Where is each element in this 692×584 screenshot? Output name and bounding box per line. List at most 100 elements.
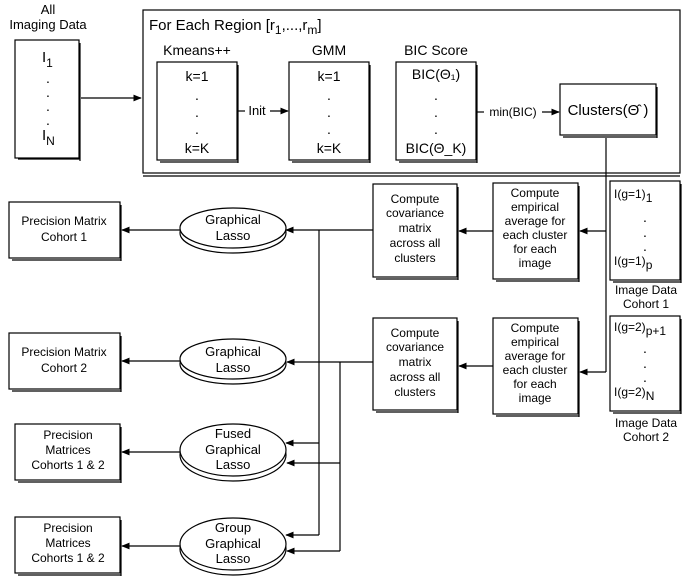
svg-text:Group: Group	[215, 520, 251, 535]
svg-text:.: .	[643, 238, 647, 254]
cohort1-data: I(g=1)1 . . . I(g=1)p Image Data Cohort …	[609, 180, 682, 311]
svg-text:covariance: covariance	[386, 340, 444, 354]
input-first-item: I1	[42, 49, 53, 70]
svg-text:each cluster: each cluster	[503, 363, 568, 377]
svg-text:.: .	[643, 209, 647, 225]
input-last-item: IN	[42, 127, 55, 148]
input-data-box	[14, 39, 80, 159]
svg-text:.: .	[643, 340, 647, 356]
svg-text:matrix: matrix	[399, 355, 432, 369]
svg-text:Graphical: Graphical	[205, 442, 261, 457]
cohort1-last-item: I(g=1)p	[614, 254, 653, 272]
cohort2-covariance-box: Compute covariance matrix across all clu…	[372, 317, 459, 413]
svg-text:across all: across all	[390, 236, 441, 250]
bic-label: BIC Score	[404, 42, 468, 58]
svg-text:.: .	[46, 84, 50, 100]
kmeans-last: k=K	[185, 140, 210, 156]
gmm-last: k=K	[317, 140, 342, 156]
output-precision-group: Precision Matrices Cohorts 1 & 2	[14, 516, 122, 576]
svg-text:empirical: empirical	[511, 335, 559, 349]
cohort1-first-item: I(g=1)1	[614, 187, 653, 205]
svg-text:Graphical: Graphical	[205, 212, 261, 227]
svg-text:.: .	[643, 355, 647, 371]
cohort1-average-box: Compute empirical average for each clust…	[492, 182, 580, 282]
svg-text:Precision: Precision	[43, 428, 92, 442]
svg-text:.: .	[46, 98, 50, 114]
method-group-graphical-lasso: Group Graphical Lasso	[179, 517, 287, 576]
svg-text:Graphical: Graphical	[205, 344, 261, 359]
svg-text:Image Data: Image Data	[615, 283, 677, 297]
svg-text:.: .	[46, 112, 50, 128]
svg-text:.: .	[327, 87, 331, 103]
svg-text:Matrices: Matrices	[45, 443, 90, 457]
svg-text:Fused: Fused	[215, 426, 251, 441]
svg-text:Lasso: Lasso	[216, 457, 251, 472]
region-box: For Each Region [r1,...,rm] Kmeans++ k=1…	[142, 9, 681, 177]
svg-text:Precision: Precision	[43, 521, 92, 535]
svg-text:Lasso: Lasso	[216, 228, 251, 243]
svg-text:Image Data: Image Data	[615, 416, 677, 430]
svg-text:across all: across all	[390, 370, 441, 384]
svg-text:.: .	[46, 70, 50, 86]
svg-text:.: .	[434, 104, 438, 120]
svg-text:.: .	[434, 121, 438, 137]
input-title-line1: All	[41, 2, 56, 17]
cohort2-average-box: Compute empirical average for each clust…	[492, 317, 580, 417]
svg-text:Graphical: Graphical	[205, 536, 261, 551]
clusters-label: Clusters(Θ̂ )	[568, 102, 649, 119]
svg-text:Lasso: Lasso	[216, 360, 251, 375]
kmeans-box	[156, 61, 238, 161]
svg-text:Cohort 2: Cohort 2	[623, 430, 669, 444]
bic-last: BIC(Θ_K)	[406, 140, 467, 156]
cohort2-first-item: I(g=2)p+1	[614, 320, 666, 338]
cohort2-last-item: I(g=2)N	[614, 385, 654, 403]
kmeans-first: k=1	[186, 68, 209, 84]
svg-text:.: .	[327, 121, 331, 137]
svg-text:for each: for each	[513, 242, 556, 256]
svg-text:covariance: covariance	[386, 206, 444, 220]
bic-box	[395, 61, 477, 161]
svg-text:Compute: Compute	[391, 326, 440, 340]
svg-text:.: .	[195, 104, 199, 120]
svg-text:Precision Matrix: Precision Matrix	[21, 214, 106, 228]
svg-text:.: .	[643, 224, 647, 240]
svg-text:.: .	[195, 87, 199, 103]
cohort1-covariance-box: Compute covariance matrix across all clu…	[372, 183, 459, 280]
bic-first: BIC(Θ₁)	[412, 66, 460, 82]
svg-text:Cohort 2: Cohort 2	[41, 361, 87, 375]
minbic-label: min(BIC)	[489, 105, 536, 119]
svg-text:Cohort 1: Cohort 1	[41, 230, 87, 244]
svg-text:Cohorts 1 & 2: Cohorts 1 & 2	[31, 551, 105, 565]
svg-text:.: .	[643, 369, 647, 385]
svg-text:for each: for each	[513, 377, 556, 391]
cohort2-data: I(g=2)p+1 . . . I(g=2)N Image Data Cohor…	[609, 315, 682, 444]
svg-text:.: .	[195, 121, 199, 137]
svg-text:Precision Matrix: Precision Matrix	[21, 345, 106, 359]
output-precision-cohort1: Precision Matrix Cohort 1	[8, 201, 122, 261]
init-label: Init	[248, 103, 266, 118]
svg-text:empirical: empirical	[511, 200, 559, 214]
gmm-first: k=1	[318, 68, 341, 84]
all-imaging-data: All Imaging Data I1 . . . . IN	[9, 2, 87, 161]
svg-text:clusters: clusters	[394, 385, 435, 399]
kmeans-label: Kmeans++	[163, 42, 231, 58]
gmm-label: GMM	[312, 42, 346, 58]
svg-text:Cohorts 1 & 2: Cohorts 1 & 2	[31, 458, 105, 472]
svg-text:average for: average for	[505, 349, 566, 363]
method-fused-graphical-lasso: Fused Graphical Lasso	[179, 423, 287, 482]
clusters-box	[559, 83, 657, 136]
svg-text:each cluster: each cluster	[503, 228, 568, 242]
svg-text:Matrices: Matrices	[45, 536, 90, 550]
region-title: For Each Region [r1,...,rm]	[149, 17, 322, 37]
svg-text:Cohort 1: Cohort 1	[623, 297, 669, 311]
output-precision-fused: Precision Matrices Cohorts 1 & 2	[14, 423, 122, 483]
gmm-box	[288, 61, 370, 161]
svg-text:.: .	[327, 104, 331, 120]
svg-text:Compute: Compute	[511, 321, 560, 335]
svg-text:image: image	[519, 391, 552, 405]
svg-text:matrix: matrix	[399, 221, 432, 235]
svg-text:average for: average for	[505, 214, 566, 228]
input-title-line2: Imaging Data	[9, 17, 87, 32]
method-graphical-lasso-2: Graphical Lasso	[179, 338, 287, 385]
